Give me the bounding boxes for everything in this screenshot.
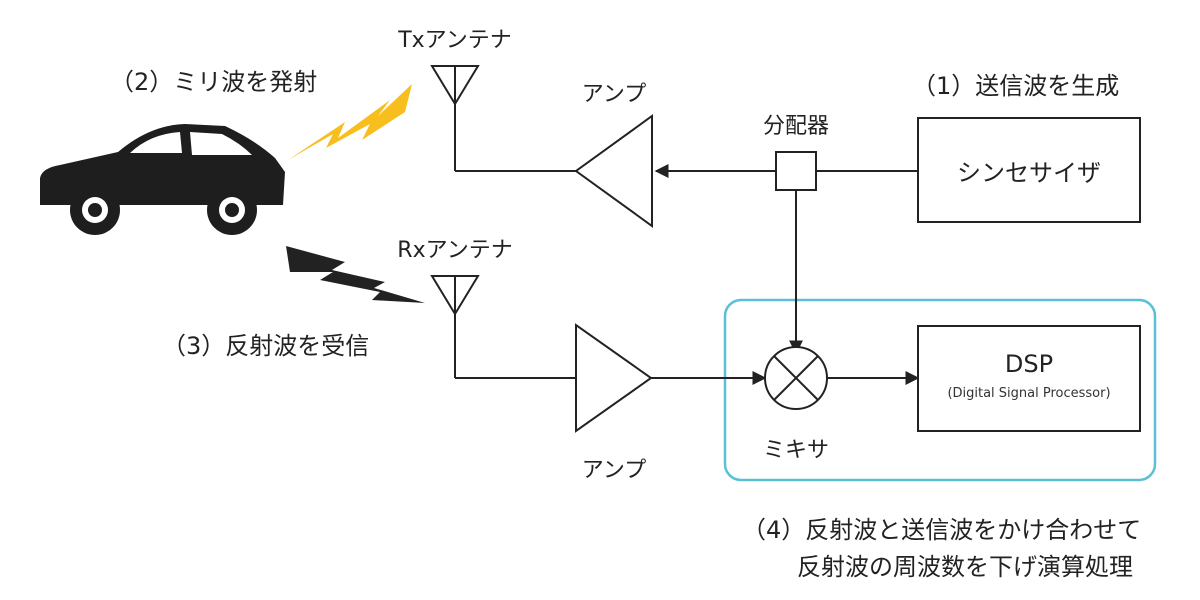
dsp-title: DSP: [1004, 350, 1054, 378]
rx-antenna-label: Rxアンテナ: [397, 238, 513, 263]
step1-label: （1）送信波を生成: [912, 72, 1120, 100]
tx-wave-lightning-bolt-icon: [288, 84, 412, 160]
mixer-cross-icon: [764, 346, 828, 410]
splitter-box: [775, 151, 817, 191]
amp-top-label: アンプ: [581, 82, 647, 107]
splitter-label: 分配器: [762, 114, 830, 139]
tx-antenna-icon: [430, 65, 480, 171]
amp-bottom-label: アンプ: [581, 458, 647, 483]
rx-wave-lightning-bolt-icon: [286, 246, 425, 303]
dsp-subtitle: (Digital Signal Processor): [947, 386, 1111, 401]
step4-label-line1: （4）反射波と送信波をかけ合わせて: [742, 516, 1142, 544]
tx-antenna-label: Txアンテナ: [398, 28, 512, 53]
step2-label: （2）ミリ波を発射: [110, 68, 318, 96]
tx-amplifier-triangle: [574, 114, 653, 228]
step3-label: （3）反射波を受信: [162, 332, 370, 360]
step4-label-line2: 反射波の周波数を下げ演算処理: [797, 553, 1133, 581]
rx-antenna-icon: [430, 275, 480, 378]
highlight-frame: [723, 298, 1157, 482]
synthesizer-box: [917, 117, 1141, 223]
rx-amplifier-triangle: [575, 323, 653, 433]
dsp-box: [917, 325, 1141, 432]
mixer-label: ミキサ: [762, 438, 830, 463]
synthesizer-label: シンセサイザ: [957, 159, 1101, 187]
car-icon: [40, 124, 285, 235]
